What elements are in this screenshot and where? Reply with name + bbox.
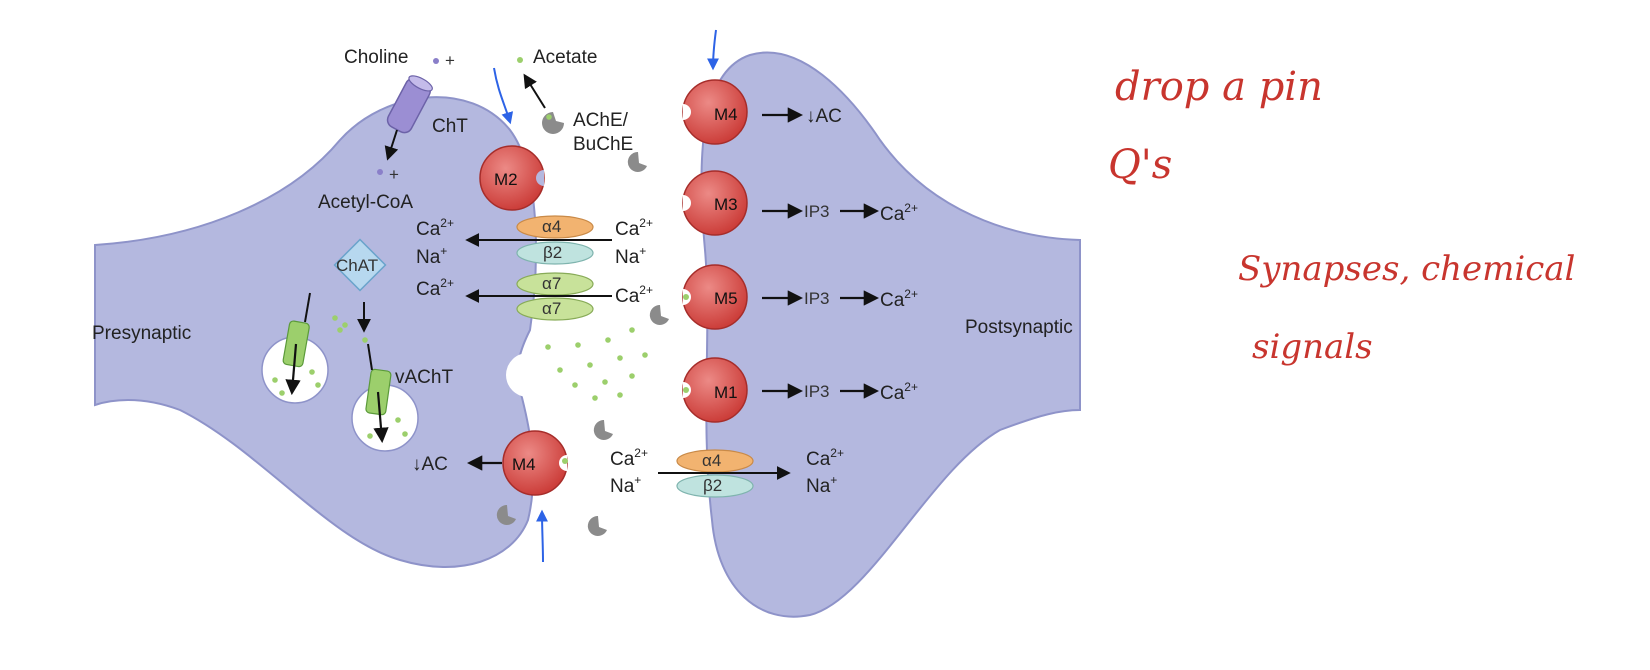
ion-ca-pre-2: Ca2+ — [416, 276, 454, 300]
cht-arrow — [384, 129, 399, 161]
alpha4-label: α4 — [542, 217, 561, 236]
choline-in-dot — [377, 169, 383, 175]
vesicle-1-stem — [304, 292, 311, 323]
ach-dot — [342, 322, 348, 328]
m4-pre-effect: ↓AC — [412, 454, 448, 475]
acetyl-coa-label: Acetyl-CoA — [318, 192, 413, 213]
ache-enzyme — [542, 112, 564, 134]
ach-dot — [332, 315, 338, 321]
cht-label: ChT — [432, 116, 468, 137]
m5-receptor — [682, 264, 748, 330]
handwritten-note-2: Q's — [1108, 142, 1172, 188]
ache-enzyme — [627, 151, 647, 172]
ion-na-pre-1: Na+ — [416, 244, 447, 268]
blue-arrow-m4-post — [707, 29, 720, 71]
ache-enzyme — [496, 504, 516, 525]
ion-ca-pre-1: Ca2+ — [416, 216, 454, 240]
alpha7-label-bottom: α7 — [542, 299, 561, 318]
ach-dot — [362, 337, 368, 343]
m1-ca: Ca2+ — [880, 380, 918, 404]
presynaptic-label: Presynaptic — [92, 323, 191, 344]
m4-post-effect: ↓AC — [806, 106, 842, 127]
ion-ca-cleft-1: Ca2+ — [615, 216, 653, 240]
vacht-transporter-1 — [282, 320, 310, 368]
ves1-ach — [279, 390, 285, 396]
m3-ca: Ca2+ — [880, 201, 918, 225]
alpha4-post-label: α4 — [702, 451, 721, 470]
choline-in-plus: + — [389, 165, 399, 184]
m3-receptor — [682, 170, 748, 236]
vesicle-2-stem — [367, 343, 373, 371]
ach-dot — [337, 327, 343, 333]
ves2-ach — [367, 433, 373, 439]
handwritten-note-1: drop a pin — [1115, 64, 1323, 110]
m2-label: M2 — [494, 170, 518, 189]
blue-arrow-m2 — [493, 67, 514, 125]
ion-ca-cleft-2: Ca2+ — [615, 283, 653, 307]
vacht-label: vAChT — [395, 367, 453, 388]
m1-receptor — [682, 357, 748, 423]
m3-ip3: IP3 — [804, 202, 830, 221]
m5-label: M5 — [714, 289, 738, 308]
m5-ip3: IP3 — [804, 289, 830, 308]
ves1-ach — [315, 382, 321, 388]
beta2-post-subunit — [676, 474, 754, 498]
chat-label: ChAT — [336, 256, 378, 275]
ion-na-post-out: Na+ — [806, 473, 837, 497]
ache-ach — [546, 114, 552, 120]
alpha7-subunit-bottom — [516, 297, 594, 321]
ves1-ach — [309, 369, 315, 375]
ion-ca-post-out: Ca2+ — [806, 446, 844, 470]
ache-enzyme — [649, 304, 669, 325]
handwritten-note-3: Synapses, chemical — [1238, 249, 1575, 289]
handwritten-note-4: signals — [1252, 327, 1373, 367]
beta2-label: β2 — [543, 243, 562, 262]
fusion-pore — [506, 353, 550, 397]
postsynaptic-label: Postsynaptic — [965, 317, 1073, 338]
alpha4-subunit — [516, 215, 594, 239]
ion-na-cleft-1: Na+ — [615, 244, 646, 268]
beta2-subunit — [516, 241, 594, 265]
acetate-arrow — [523, 73, 546, 109]
m4-post-label: M4 — [714, 105, 738, 124]
beta2-post-label: β2 — [703, 476, 722, 495]
ves2-ach — [402, 431, 408, 437]
acetate-dot — [517, 57, 523, 63]
vesicle-2-arrow — [373, 391, 389, 444]
ache-enzyme — [587, 515, 607, 536]
choline-dot — [433, 58, 439, 64]
choline-plus: + — [445, 51, 455, 70]
m5-ca: Ca2+ — [880, 287, 918, 311]
ion-na-post-in: Na+ — [610, 473, 641, 497]
ache-label: AChE/ — [573, 110, 629, 131]
m4-pre-label: M4 — [512, 455, 536, 474]
m4-pre-ach — [562, 458, 568, 464]
ves2-ach — [395, 417, 401, 423]
alpha7-label-top: α7 — [542, 274, 561, 293]
cht-transporter — [386, 75, 433, 134]
ach-cleft-dots — [545, 327, 648, 401]
ves1-ach — [272, 377, 278, 383]
blue-arrow-m4-pre — [536, 509, 549, 563]
m4-post-receptor — [682, 79, 748, 145]
m3-label: M3 — [714, 195, 738, 214]
m1-label: M1 — [714, 383, 738, 402]
acetate-label: Acetate — [533, 47, 597, 68]
m2-pocket — [536, 170, 544, 186]
ion-ca-post-in: Ca2+ — [610, 446, 648, 470]
chat-enzyme — [333, 238, 387, 292]
m1-ip3: IP3 — [804, 382, 830, 401]
buche-label: BuChE — [573, 134, 633, 155]
choline-label: Choline — [344, 47, 408, 68]
vesicle-1-arrow — [285, 343, 301, 396]
ache-enzyme — [593, 419, 613, 440]
postsynaptic-membrane — [700, 51, 1081, 618]
